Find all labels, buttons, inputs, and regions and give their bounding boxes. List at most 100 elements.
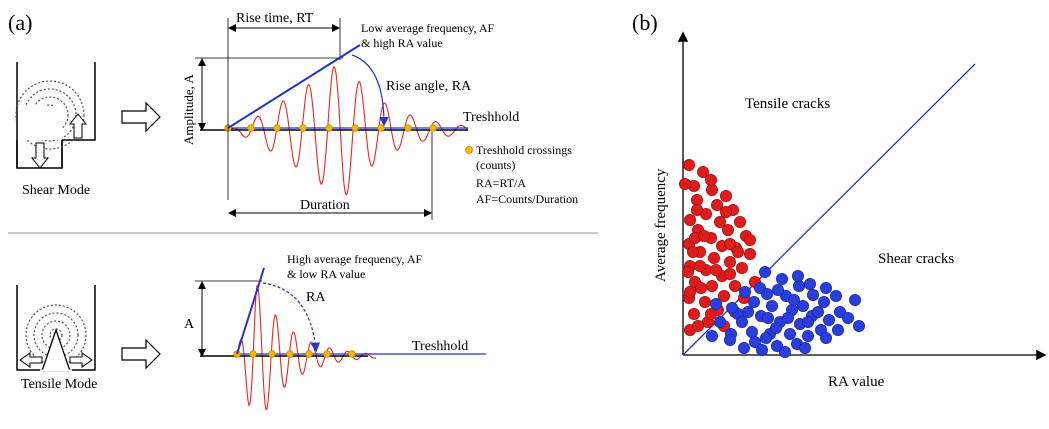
threshold-crossing-marker <box>305 350 313 358</box>
shear-crack-point <box>820 331 833 344</box>
shear-crack-point <box>746 325 759 338</box>
shear-crack-point <box>736 315 749 328</box>
threshold-crossing-marker <box>351 124 359 132</box>
shear-crack-point <box>754 281 767 294</box>
tensile-crack-point <box>692 319 705 332</box>
tensile-crack-point <box>691 193 704 206</box>
shear-crack-point <box>762 311 775 324</box>
shear-crack-point <box>706 329 719 342</box>
threshold-crossing-marker <box>299 124 307 132</box>
panel-b-label: (b) <box>632 10 658 35</box>
shear-crack-point <box>779 345 792 358</box>
tensile-crack-point <box>706 279 719 292</box>
shear-crack-point <box>782 311 795 324</box>
tensile-crossing-markers <box>233 350 356 358</box>
tensile-region-label: Tensile cracks <box>745 96 830 112</box>
tensile-crack-point <box>724 255 737 268</box>
threshold-crossing-marker <box>249 350 257 358</box>
shear-crack-point <box>738 341 751 354</box>
tensile-crack-point <box>732 245 745 258</box>
tensile-crack-point <box>734 215 747 228</box>
shear-crack-point <box>842 311 855 324</box>
y-axis-label: Average frequency <box>653 168 669 282</box>
shear-crack-point <box>799 341 812 354</box>
tensile-crack-point <box>722 223 735 236</box>
shear-crack-point <box>853 319 866 332</box>
high-ra-label: & high RA value <box>361 36 443 50</box>
low-ra-label: & low RA value <box>287 267 365 281</box>
tensile-ra-label: RA <box>306 290 326 305</box>
tensile-crack-point <box>706 183 719 196</box>
tensile-crack-point <box>679 177 692 190</box>
rise-angle-arc <box>351 54 389 127</box>
shear-crack-point <box>759 265 772 278</box>
x-axis-label: RA value <box>828 374 885 390</box>
legend-counts-label: (counts) <box>476 158 515 172</box>
tensile-crack-point <box>729 279 742 292</box>
tensile-crack-point <box>691 203 704 216</box>
threshold-crossing-marker <box>273 124 281 132</box>
shear-points <box>706 265 866 358</box>
shear-crack-point <box>812 305 825 318</box>
tensile-crack-point <box>724 267 737 280</box>
threshold-crossing-marker <box>247 124 255 132</box>
shear-crack-point <box>776 272 789 285</box>
shear-threshold-label: Treshhold <box>463 110 519 125</box>
shear-crack-point <box>766 299 779 312</box>
tensile-crack-point <box>698 229 711 242</box>
tensile-crack-point <box>720 205 733 218</box>
tensile-crack-point <box>711 198 724 211</box>
low-af-label: Low average frequency, AF <box>361 21 494 35</box>
tensile-crack-point <box>683 158 696 171</box>
tensile-crack-point <box>736 261 749 274</box>
threshold-crossing-marker <box>325 124 333 132</box>
shear-crack-point <box>823 313 836 326</box>
shear-crack-point <box>807 288 820 301</box>
tensile-mode-icon <box>16 285 96 372</box>
shear-crack-point <box>710 297 723 310</box>
tensile-crack-point <box>708 251 721 264</box>
shear-crack-point <box>830 289 843 302</box>
tensile-threshold-label: Treshhold <box>412 339 468 354</box>
shear-crack-point <box>788 293 801 306</box>
shear-crack-point <box>784 327 797 340</box>
tensile-rise-line <box>236 267 265 355</box>
threshold-crossing-marker <box>348 350 356 358</box>
shear-crack-point <box>714 315 727 328</box>
tensile-crack-point <box>705 307 718 320</box>
shear-crack-point <box>756 343 769 356</box>
threshold-crossing-marker <box>377 124 385 132</box>
shear-crack-point <box>748 295 761 308</box>
formula-af-label: AF=Counts/Duration <box>476 192 578 206</box>
high-af-label: High average frequency, AF <box>287 252 422 266</box>
tensile-crack-point <box>724 237 737 250</box>
shear-crack-point <box>760 331 773 344</box>
shear-crack-point <box>771 339 784 352</box>
shear-crack-point <box>739 285 752 298</box>
shear-crack-point <box>724 333 737 346</box>
tensile-crack-point <box>720 189 733 202</box>
tensile-crack-point <box>718 289 731 302</box>
arrow-to-waveform-icon <box>121 101 161 133</box>
tensile-crack-point <box>688 307 701 320</box>
shear-waveform <box>227 65 469 196</box>
tensile-crack-point <box>684 213 697 226</box>
tensile-crack-point <box>714 215 727 228</box>
tensile-crack-point <box>684 285 697 298</box>
shear-crack-point <box>749 335 762 348</box>
tensile-rise-angle-arc <box>262 282 321 353</box>
shear-crack-point <box>818 295 831 308</box>
duration-label: Duration <box>300 198 350 213</box>
shear-mode-label: Shear Mode <box>22 183 90 198</box>
shear-crack-point <box>792 269 805 282</box>
threshold-crossing-marker <box>429 124 437 132</box>
shear-rise-line <box>227 44 361 129</box>
tensile-points <box>679 158 762 336</box>
shear-crack-point <box>772 283 785 296</box>
tensile-mode-label: Tensile Mode <box>21 377 97 392</box>
shear-crack-point <box>849 293 862 306</box>
amplitude-label: Amplitude, A <box>181 74 196 145</box>
threshold-crossing-marker <box>286 350 294 358</box>
shear-crack-point <box>793 279 806 292</box>
